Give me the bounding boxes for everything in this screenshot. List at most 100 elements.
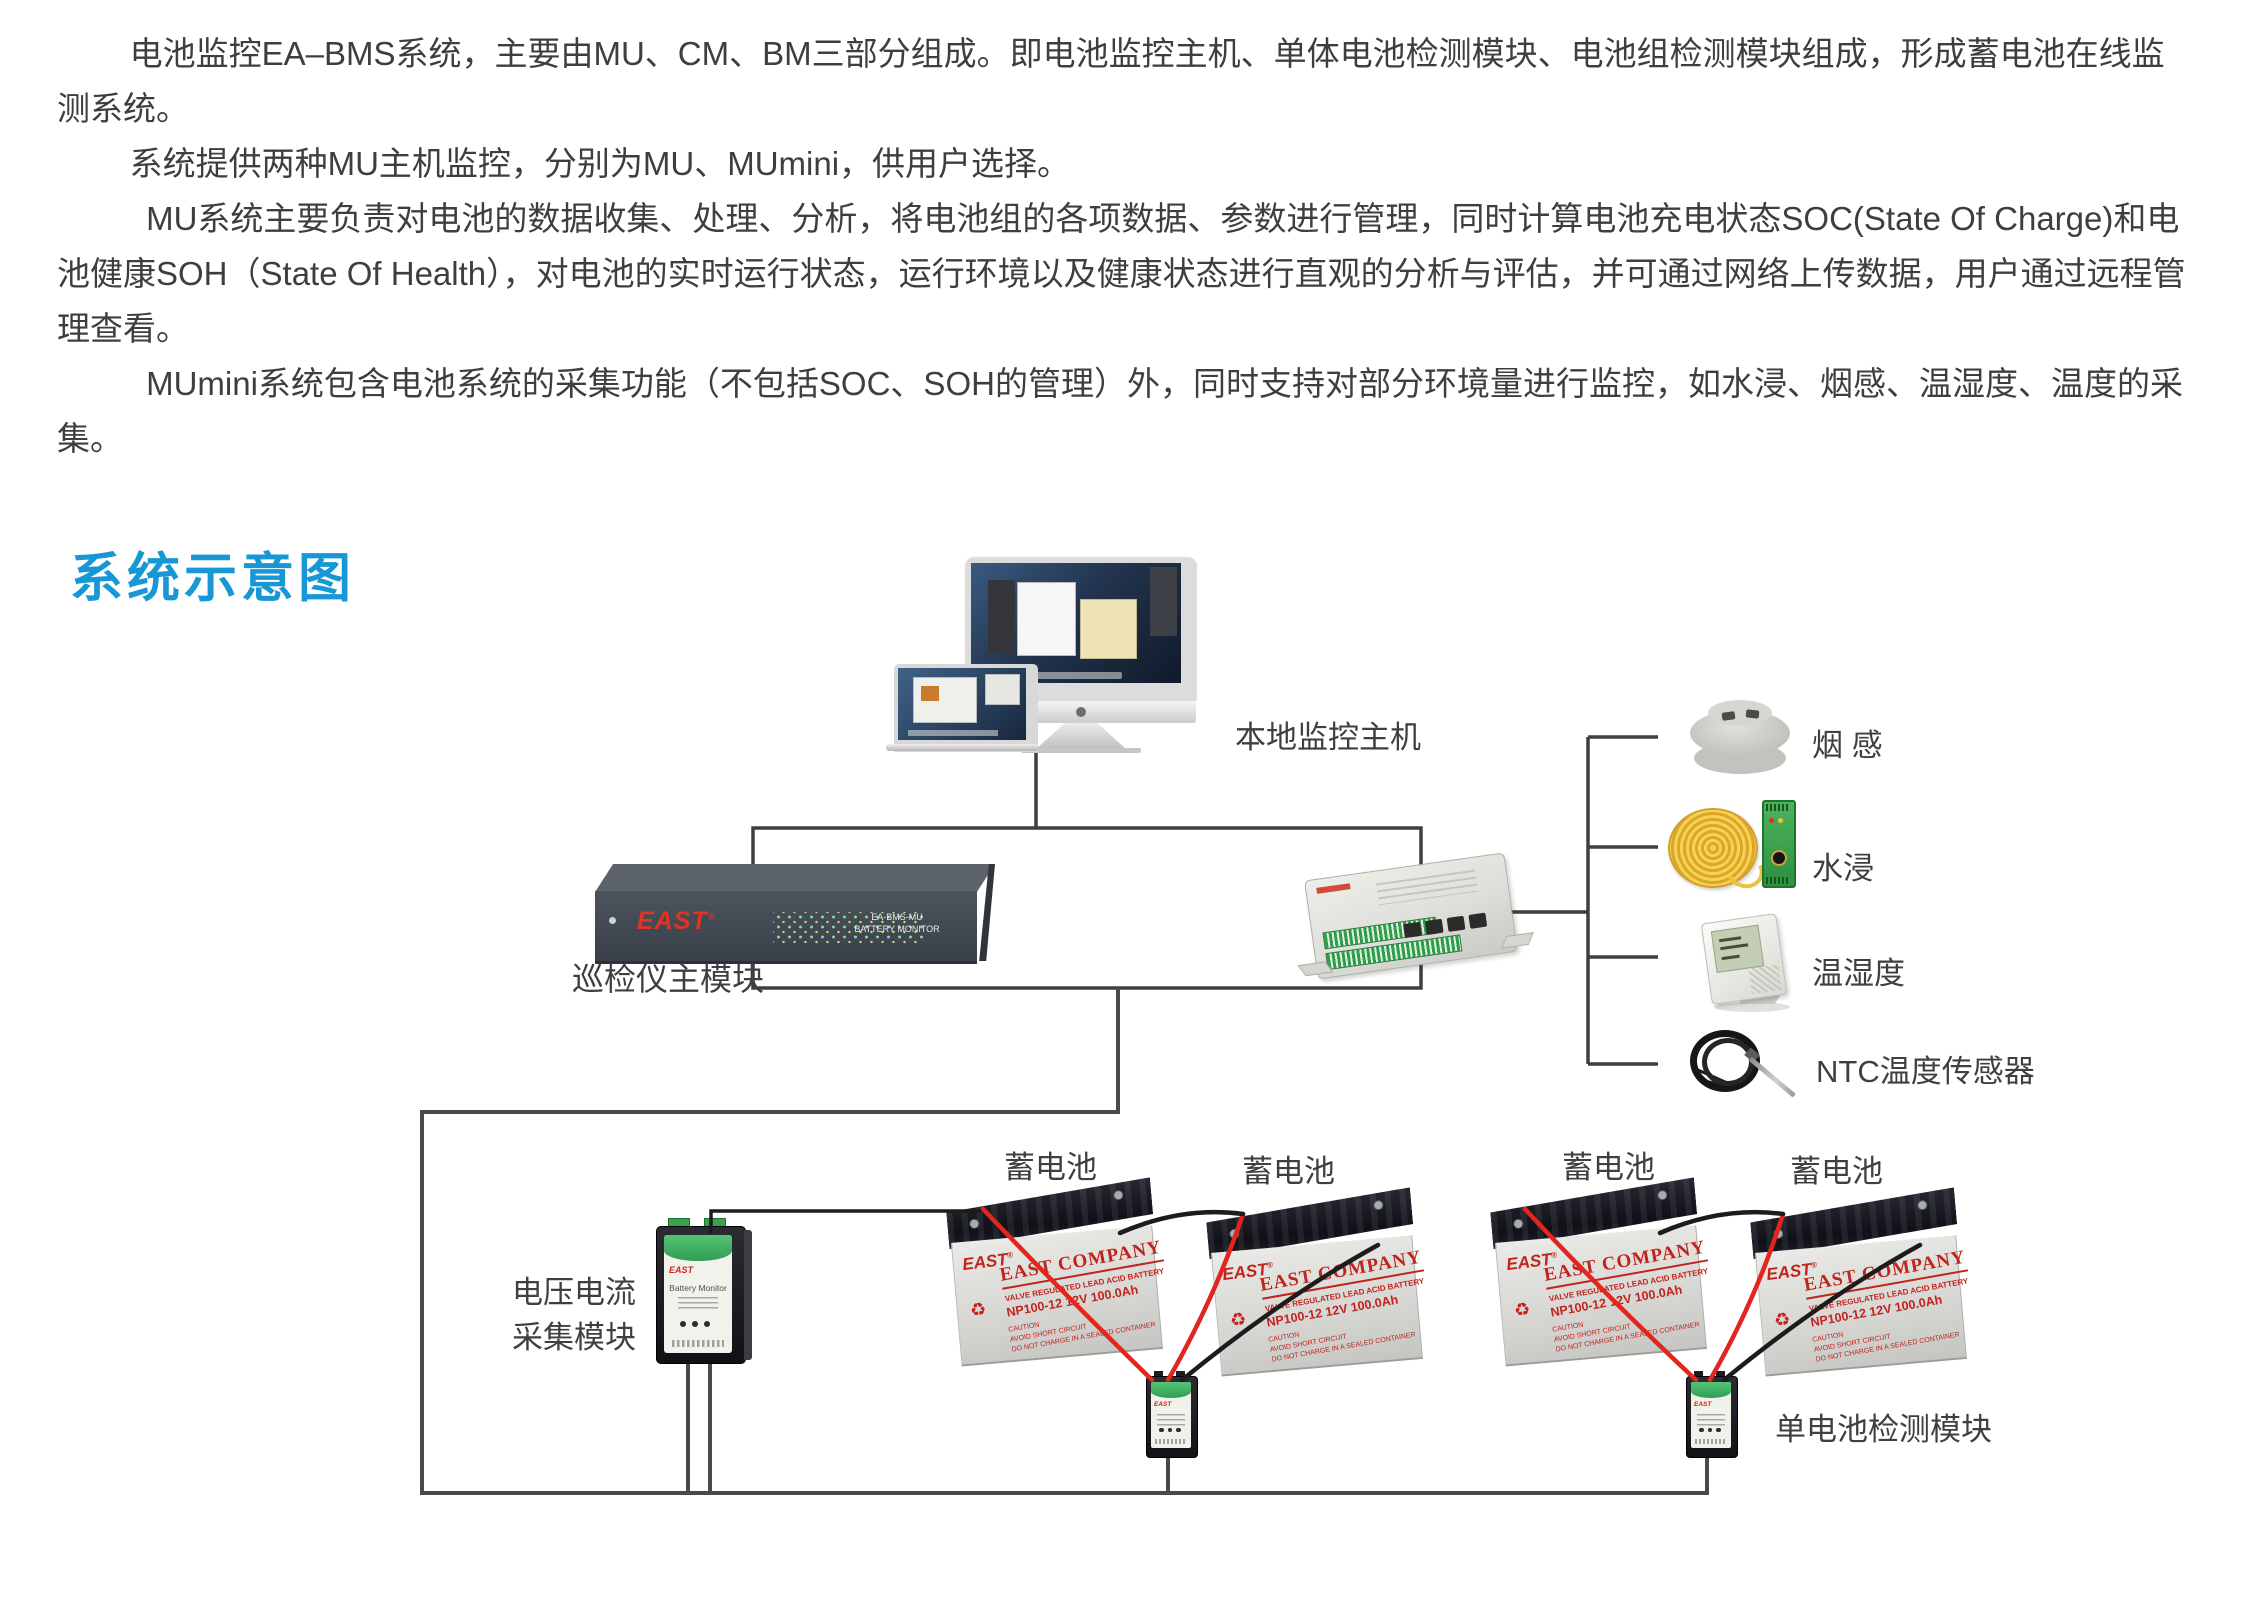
single-battery-module-1: EAST — [1146, 1371, 1198, 1458]
rack-model-line1: EA-BMS-MU — [871, 912, 923, 922]
smoke-sensor — [1690, 700, 1790, 774]
label-mu-rack: 巡检仪主模块 — [572, 961, 765, 997]
module-brand-logo: EAST — [1154, 1401, 1172, 1408]
macbook-window-image — [920, 685, 939, 701]
module-green-band — [1151, 1382, 1191, 1398]
sensor-panel — [1700, 913, 1788, 1005]
macbook-side-panel — [985, 673, 1021, 705]
module-led-dots — [680, 1321, 710, 1327]
apple-logo-icon — [1076, 707, 1086, 717]
sensor-vents — [1748, 964, 1782, 995]
single-battery-module-2: EAST — [1686, 1371, 1738, 1458]
label-battery-3: 蓄电池 — [1562, 1150, 1655, 1185]
intro-paragraph-3: MU系统主要负责对电池的数据收集、处理、分析，将电池组的各项数据、参数进行管理，… — [57, 200, 2186, 347]
imac-display — [971, 563, 1181, 683]
label-voltage-module: 电压电流 采集模块 — [506, 1270, 642, 1360]
macbook-window — [913, 676, 977, 724]
module-led-dots — [1699, 1427, 1721, 1432]
imac-base — [1021, 748, 1141, 753]
intro-paragraph-2: 系统提供两种MU主机监控，分别为MU、MUmini，供用户选择。 — [129, 145, 1071, 182]
macbook-base — [886, 744, 1038, 751]
imac-dock — [1000, 672, 1123, 680]
controller-logo-mark — [1316, 883, 1351, 894]
intro-text: 电池监控EA–BMS系统，主要由MU、CM、BM三部分组成。即电池监控主机、单体… — [57, 26, 2187, 466]
battery-2: EAST® EAST COMPANY VALVE REGULATED LEAD … — [1205, 1187, 1426, 1380]
imac-stand — [1036, 723, 1126, 749]
imac-window-sidebar — [987, 579, 1016, 655]
ntc-cable-ring — [1702, 1038, 1754, 1086]
temperature-humidity-sensor — [1698, 913, 1810, 1012]
water-module-led-red — [1769, 818, 1774, 823]
macbook-dock — [908, 729, 998, 736]
mu-rack-unit: EAST® EA-BMS-MU BATTERY MONITOR — [593, 864, 995, 964]
module-label-lines — [678, 1297, 718, 1311]
label-local-host: 本地监控主机 — [1235, 720, 1421, 755]
sensor-lcd — [1710, 924, 1765, 973]
voltage-current-module: EAST Battery Monitor — [656, 1218, 752, 1364]
module-label-lines — [1697, 1414, 1725, 1426]
module-panel: EAST Battery Monitor — [664, 1235, 732, 1353]
rack-top-face — [595, 864, 995, 892]
imac-window-white — [1017, 582, 1076, 657]
battery-body: EAST® EAST COMPANY VALVE REGULATED LEAD … — [1494, 1225, 1709, 1367]
rack-model-text: EA-BMS-MU BATTERY MONITOR — [847, 911, 947, 935]
label-battery-2: 蓄电池 — [1242, 1154, 1335, 1189]
label-battery-4: 蓄电池 — [1790, 1154, 1883, 1189]
label-smoke-sensor: 烟 感 — [1812, 728, 1883, 763]
label-single-battery-module: 单电池检测模块 — [1775, 1412, 1992, 1447]
battery-3: EAST® EAST COMPANY VALVE REGULATED LEAD … — [1489, 1177, 1710, 1370]
intro-paragraph-4: MUmini系统包含电池系统的采集功能（不包括SOC、SOH的管理）外，同时支持… — [57, 365, 2183, 457]
ntc-temperature-probe — [1688, 1022, 1818, 1104]
imac-window-panel — [1149, 566, 1177, 637]
wire-bottom-bus — [420, 988, 1709, 1495]
water-sensor-module — [1762, 800, 1796, 888]
label-battery-1: 蓄电池 — [1004, 1150, 1097, 1185]
water-leak-sensor — [1668, 800, 1796, 894]
module-brand-logo: EAST — [1694, 1401, 1712, 1408]
ntc-probe-tip — [1748, 1056, 1797, 1098]
macbook-screen — [894, 664, 1038, 752]
recycle-icon: ♻ — [1772, 1308, 1792, 1331]
module-panel: EAST — [1691, 1382, 1731, 1448]
macbook-display — [898, 668, 1026, 740]
module-terminal-comb — [1695, 1439, 1727, 1444]
module-panel: EAST — [1151, 1382, 1191, 1448]
water-module-terminal-bottom — [1766, 877, 1788, 884]
module-title-text: Battery Monitor — [669, 1283, 727, 1293]
module-led-dots — [1159, 1427, 1181, 1432]
rack-front-face: EAST® EA-BMS-MU BATTERY MONITOR — [595, 891, 977, 964]
sensor-shadow — [1714, 1002, 1790, 1012]
module-terminal-comb — [1155, 1439, 1187, 1444]
module-green-band — [664, 1235, 732, 1261]
module-side-face — [744, 1230, 752, 1360]
water-sensor-cable-coil — [1668, 808, 1758, 888]
controller-ports — [1403, 912, 1488, 939]
module-label-lines — [1157, 1414, 1185, 1426]
water-module-led-yellow — [1778, 818, 1783, 823]
label-voltage-line1: 电压电流 — [512, 1275, 636, 1310]
rack-power-led — [609, 917, 616, 924]
battery-body: EAST® EAST COMPANY VALVE REGULATED LEAD … — [1754, 1235, 1969, 1377]
module-brand-logo: EAST — [669, 1265, 694, 1275]
module-green-band — [1691, 1382, 1731, 1398]
water-module-terminal-top — [1766, 804, 1788, 811]
label-ntc-sensor: NTC温度传感器 — [1816, 1054, 2035, 1089]
label-water-sensor: 水浸 — [1812, 851, 1874, 886]
imac-window-beige — [1080, 599, 1137, 659]
recycle-icon: ♻ — [1512, 1298, 1532, 1321]
controller-label-lines — [1376, 869, 1479, 906]
water-module-knob — [1771, 850, 1787, 866]
label-humidity-sensor: 温湿度 — [1812, 956, 1905, 991]
recycle-icon: ♻ — [968, 1298, 988, 1321]
battery-1: EAST® EAST COMPANY VALVE REGULATED LEAD … — [945, 1177, 1166, 1370]
label-voltage-line2: 采集模块 — [512, 1320, 636, 1355]
intro-paragraph-1: 电池监控EA–BMS系统，主要由MU、CM、BM三部分组成。即电池监控主机、单体… — [57, 35, 2165, 127]
rack-brand-logo: EAST® — [637, 907, 716, 935]
rack-led-grid — [773, 912, 925, 944]
module-terminal-comb — [672, 1340, 724, 1347]
smoke-sensor-slot — [1745, 709, 1760, 719]
battery-body: EAST® EAST COMPANY VALVE REGULATED LEAD … — [950, 1225, 1165, 1367]
smoke-sensor-top — [1708, 700, 1772, 726]
diagram-heading: 系统示意图 — [70, 549, 355, 608]
